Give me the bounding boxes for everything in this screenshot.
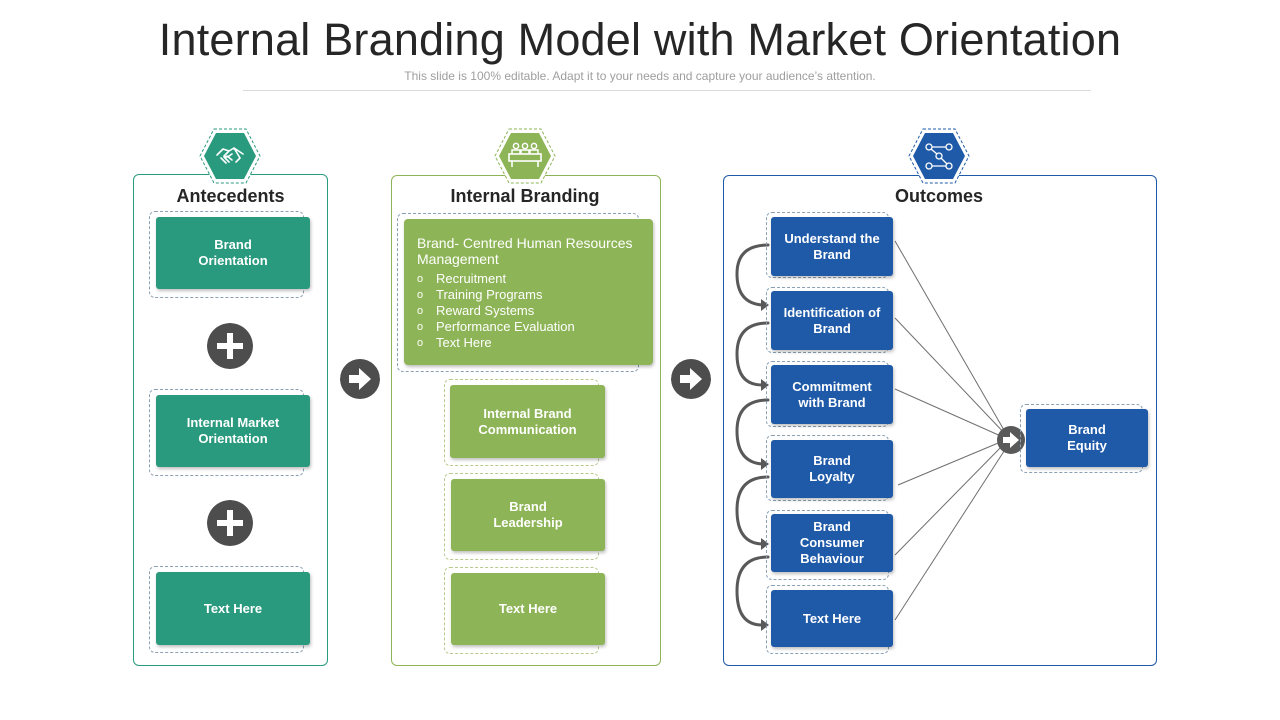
internal-branding-box[interactable]: Text Here (451, 573, 605, 645)
outcome-box[interactable]: Commitment with Brand (771, 365, 893, 424)
arrow-right-icon (671, 359, 711, 399)
internal-branding-box[interactable]: Brand Leadership (451, 479, 605, 551)
handshake-icon (199, 128, 261, 184)
outcome-box[interactable]: Identification of Brand (771, 291, 893, 350)
outcome-box[interactable]: Brand Loyalty (771, 440, 893, 498)
antecedents-heading: Antecedents (176, 186, 285, 206)
network-nodes-icon (908, 128, 970, 184)
outcome-box[interactable]: Brand Consumer Behaviour (771, 514, 893, 572)
internal-branding-heading: Internal Branding (450, 186, 600, 206)
outcome-connectors (735, 240, 1025, 631)
meeting-table-icon (494, 128, 556, 184)
arrow-right-icon (340, 359, 380, 399)
outcomes-heading: Outcomes (894, 186, 984, 206)
plus-icon (207, 323, 253, 369)
title-divider (243, 90, 1091, 91)
outcome-box[interactable]: Understand the Brand (771, 217, 893, 276)
hr-management-box[interactable]: Brand- Centred Human Resources Managemen… (404, 219, 653, 365)
internal-branding-box[interactable]: Internal Brand Communication (450, 385, 605, 458)
slide-subtitle: This slide is 100% editable. Adapt it to… (404, 69, 876, 83)
antecedent-box[interactable]: Brand Orientation (156, 217, 310, 289)
antecedent-box[interactable]: Internal Market Orientation (156, 395, 310, 467)
slide-title: Internal Branding Model with Market Orie… (158, 14, 1122, 65)
hr-management-title: Brand- Centred Human Resources Managemen… (417, 235, 633, 267)
brand-equity-box[interactable]: Brand Equity (1026, 409, 1148, 467)
plus-icon (207, 500, 253, 546)
outcome-box[interactable]: Text Here (771, 590, 893, 647)
antecedent-box[interactable]: Text Here (156, 572, 310, 645)
